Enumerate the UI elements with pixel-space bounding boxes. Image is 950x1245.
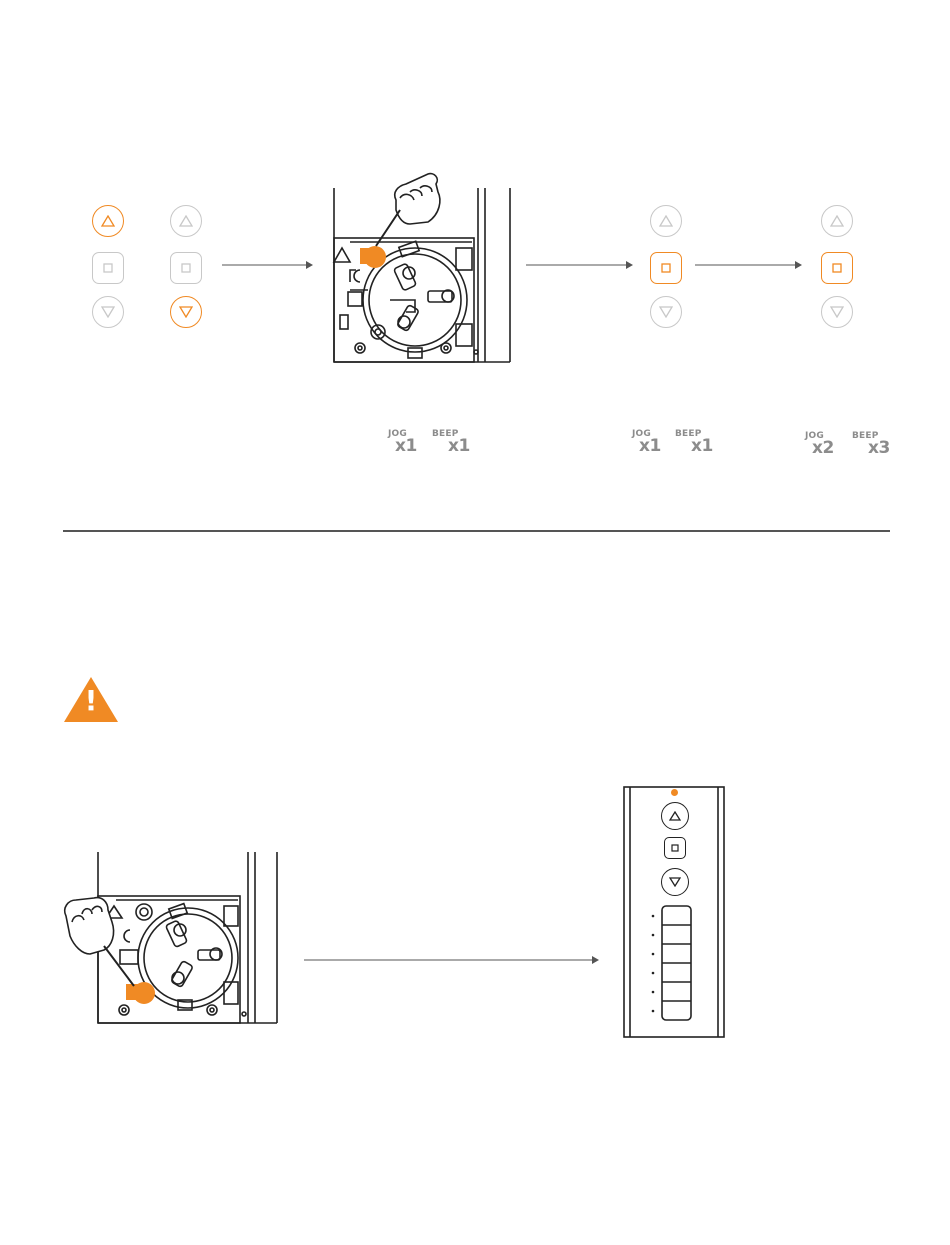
arrow-right-icon xyxy=(526,259,634,271)
section-divider xyxy=(63,530,890,532)
stop-square-icon xyxy=(103,263,113,273)
down-triangle-icon xyxy=(830,306,844,318)
badge-count: x3 xyxy=(868,440,890,457)
stop-square-icon xyxy=(832,263,842,273)
remote-b-down-button[interactable] xyxy=(170,296,202,328)
down-triangle-icon xyxy=(659,306,673,318)
badge-count: x1 xyxy=(448,438,470,455)
remote-c-down-button[interactable] xyxy=(650,296,682,328)
jog-badge: JOG x1 xyxy=(632,430,678,460)
motor-head-illustration xyxy=(330,170,515,366)
remote-down-button[interactable] xyxy=(661,868,689,896)
hand-icon xyxy=(376,174,440,246)
warning-symbol: ! xyxy=(63,684,119,718)
badge-count: x2 xyxy=(812,440,834,457)
jog-badge: JOG x2 xyxy=(805,432,851,462)
remote-c-stop-button[interactable] xyxy=(650,252,682,284)
down-triangle-icon xyxy=(101,306,115,318)
remote-d-up-button[interactable] xyxy=(821,205,853,237)
stop-square-icon xyxy=(661,263,671,273)
beep-badge: BEEP x3 xyxy=(852,432,898,462)
remote-stop-button[interactable] xyxy=(664,837,686,859)
motor-head-illustration-bottom xyxy=(60,850,285,1030)
badge-count: x1 xyxy=(395,438,417,455)
remote-c-up-button[interactable] xyxy=(650,205,682,237)
hand-icon xyxy=(65,898,134,986)
arrow-right-icon xyxy=(695,259,803,271)
down-triangle-icon xyxy=(179,306,193,318)
down-triangle-icon xyxy=(669,877,681,887)
remote-d-down-button[interactable] xyxy=(821,296,853,328)
beep-badge: BEEP x1 xyxy=(432,430,478,460)
stop-square-icon xyxy=(671,844,679,852)
beep-badge: BEEP x1 xyxy=(675,430,721,460)
remote-d-stop-button[interactable] xyxy=(821,252,853,284)
arrow-right-icon xyxy=(222,259,314,271)
remote-up-button[interactable] xyxy=(661,802,689,830)
badge-count: x1 xyxy=(691,438,713,455)
channel-selector[interactable] xyxy=(648,904,693,1022)
arrow-right-icon xyxy=(304,954,600,966)
up-triangle-icon xyxy=(659,215,673,227)
remote-a-down-button[interactable] xyxy=(92,296,124,328)
jog-badge: JOG x1 xyxy=(388,430,434,460)
remote-b-stop-button[interactable] xyxy=(170,252,202,284)
up-triangle-icon xyxy=(830,215,844,227)
badge-count: x1 xyxy=(639,438,661,455)
up-triangle-icon xyxy=(179,215,193,227)
remote-a-up-button[interactable] xyxy=(92,205,124,237)
stop-square-icon xyxy=(181,263,191,273)
up-triangle-icon xyxy=(669,811,681,821)
up-triangle-icon xyxy=(101,215,115,227)
remote-b-up-button[interactable] xyxy=(170,205,202,237)
remote-a-stop-button[interactable] xyxy=(92,252,124,284)
